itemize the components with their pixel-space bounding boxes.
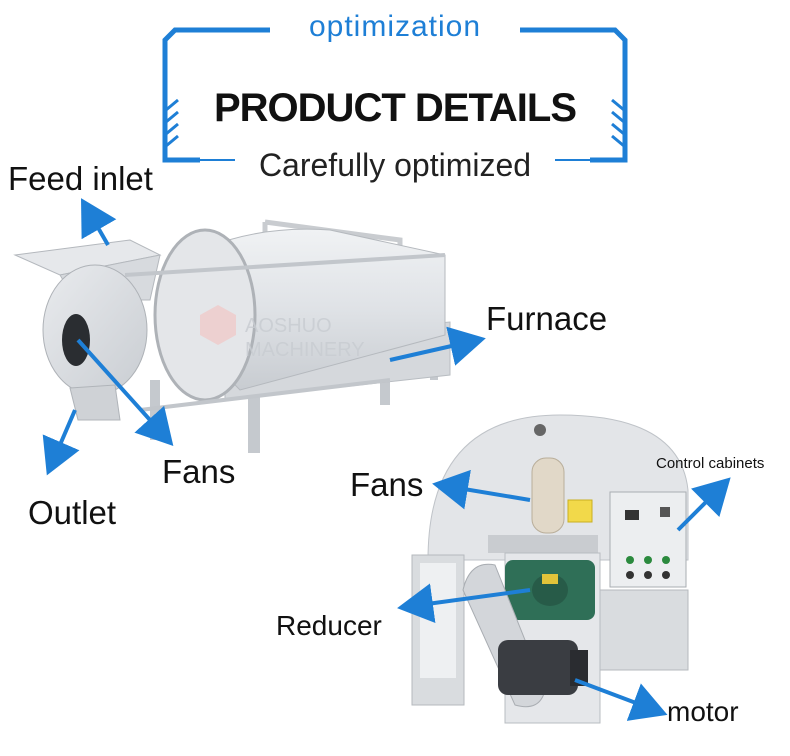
arrow-fans-top <box>76 338 174 446</box>
label-control-cabinets: Control cabinets <box>656 455 765 472</box>
arrow-control-cabinets <box>676 477 731 532</box>
header-frame-stripes <box>165 98 625 148</box>
label-reducer: Reducer <box>276 610 382 641</box>
label-fans-top: Fans <box>162 453 236 490</box>
page-title: PRODUCT DETAILS <box>213 86 577 130</box>
header-top-word: optimization <box>308 10 482 43</box>
rotary-drum-dryer: AOSHUO MACHINERY <box>13 219 451 453</box>
arrow-outlet <box>42 409 80 476</box>
callout-arrows <box>42 198 731 721</box>
label-fans-bottom: Fans <box>350 466 424 503</box>
label-motor: motor <box>667 696 739 727</box>
label-outlet: Outlet <box>28 494 117 531</box>
arrow-furnace <box>389 326 486 366</box>
arrow-reducer <box>397 583 531 624</box>
page-subtitle: Carefully optimized <box>258 147 532 183</box>
arrow-fans-bottom <box>432 469 531 510</box>
label-furnace: Furnace <box>486 300 608 337</box>
fan-reducer-assembly <box>411 414 689 724</box>
svg-text:MACHINERY: MACHINERY <box>245 339 365 361</box>
header-frame <box>162 27 628 163</box>
label-feed-inlet: Feed inlet <box>8 160 153 197</box>
arrow-motor <box>574 678 668 721</box>
arrow-feed-inlet <box>81 198 117 246</box>
watermark-text: AOSHUO <box>245 315 332 337</box>
